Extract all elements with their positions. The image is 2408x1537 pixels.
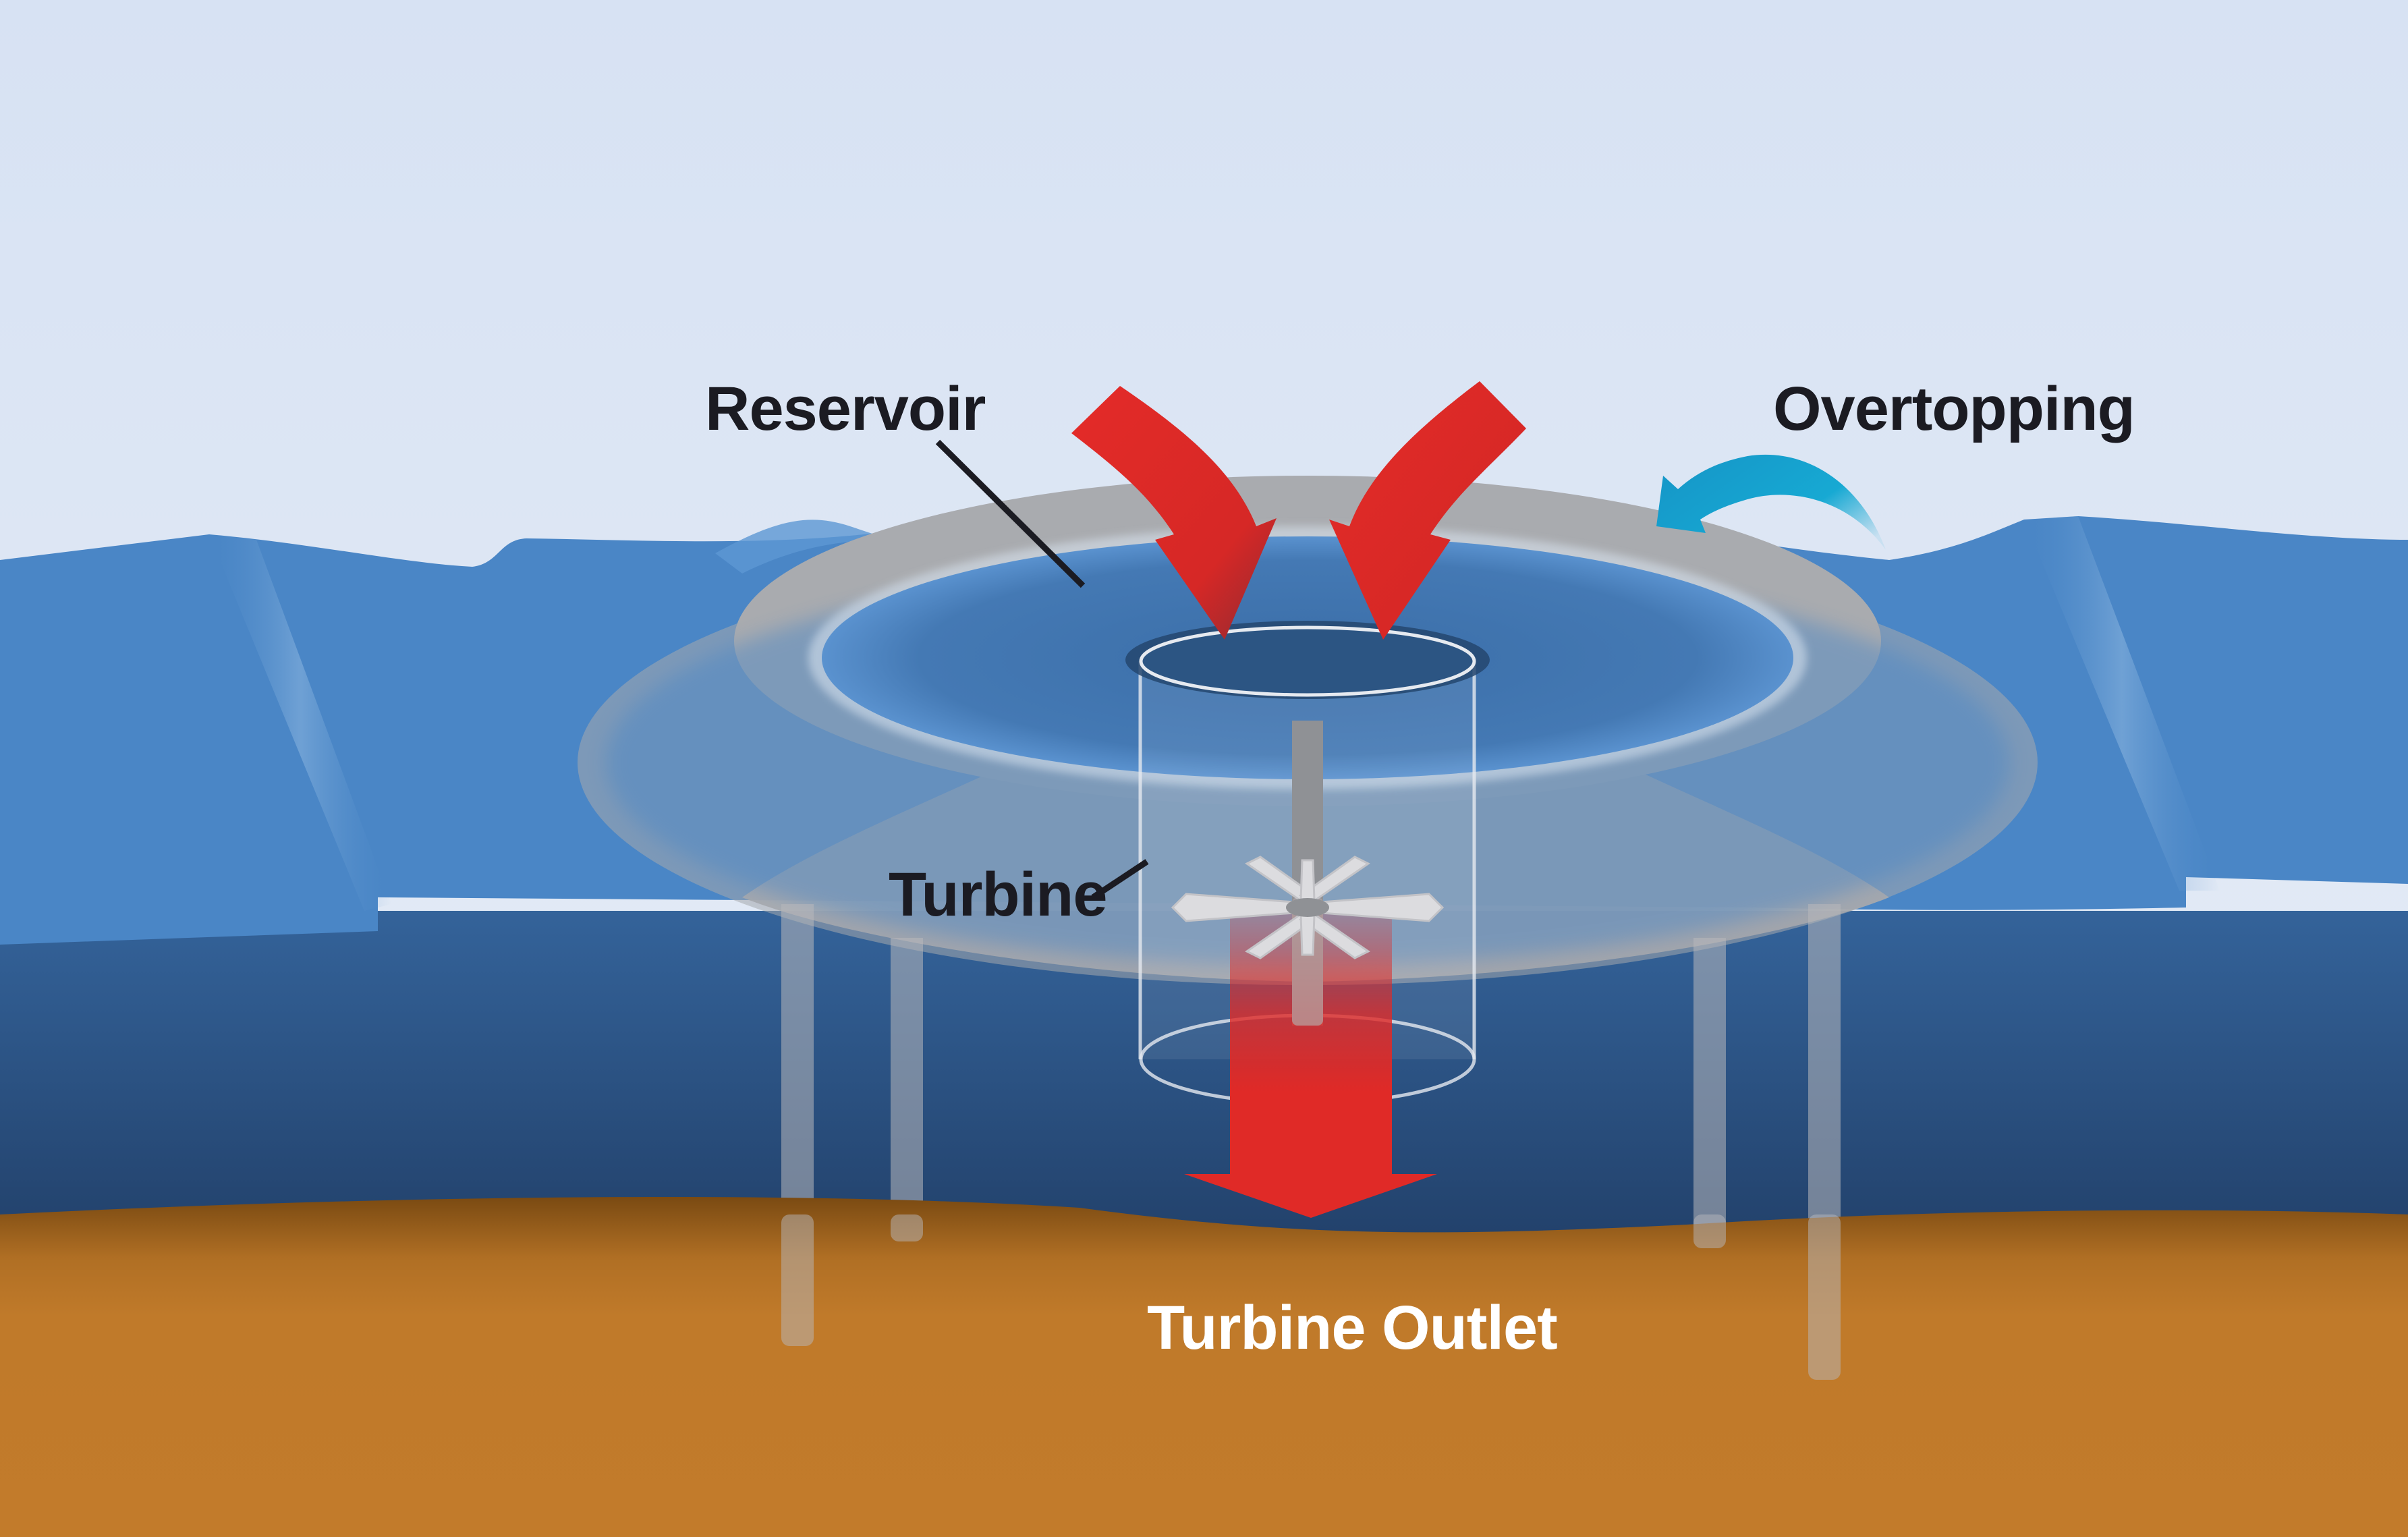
wave-crest-right — [2024, 516, 2220, 891]
support-legs-base — [781, 1214, 1841, 1380]
turbine-leader-line — [1091, 859, 1149, 900]
overtopping-label: Overtopping — [1773, 374, 2135, 443]
overtopping-arrow-shape — [1656, 454, 1886, 550]
inflow-arrow-left-icon — [1071, 386, 1277, 640]
inflow-arrow-right-icon — [1329, 381, 1526, 640]
turbine-label: Turbine — [889, 860, 1107, 929]
reservoir-leader-line — [935, 439, 1086, 588]
reservoir-label: Reservoir — [705, 374, 986, 443]
wave-crest-mid — [715, 520, 891, 574]
wave-crest-left — [209, 534, 391, 911]
turbine-outlet-label: Turbine Outlet — [1147, 1293, 1558, 1362]
outlet-arrow — [1184, 904, 1437, 1218]
seabed — [0, 1196, 2408, 1537]
turbine-rotor-icon — [1171, 856, 1445, 959]
